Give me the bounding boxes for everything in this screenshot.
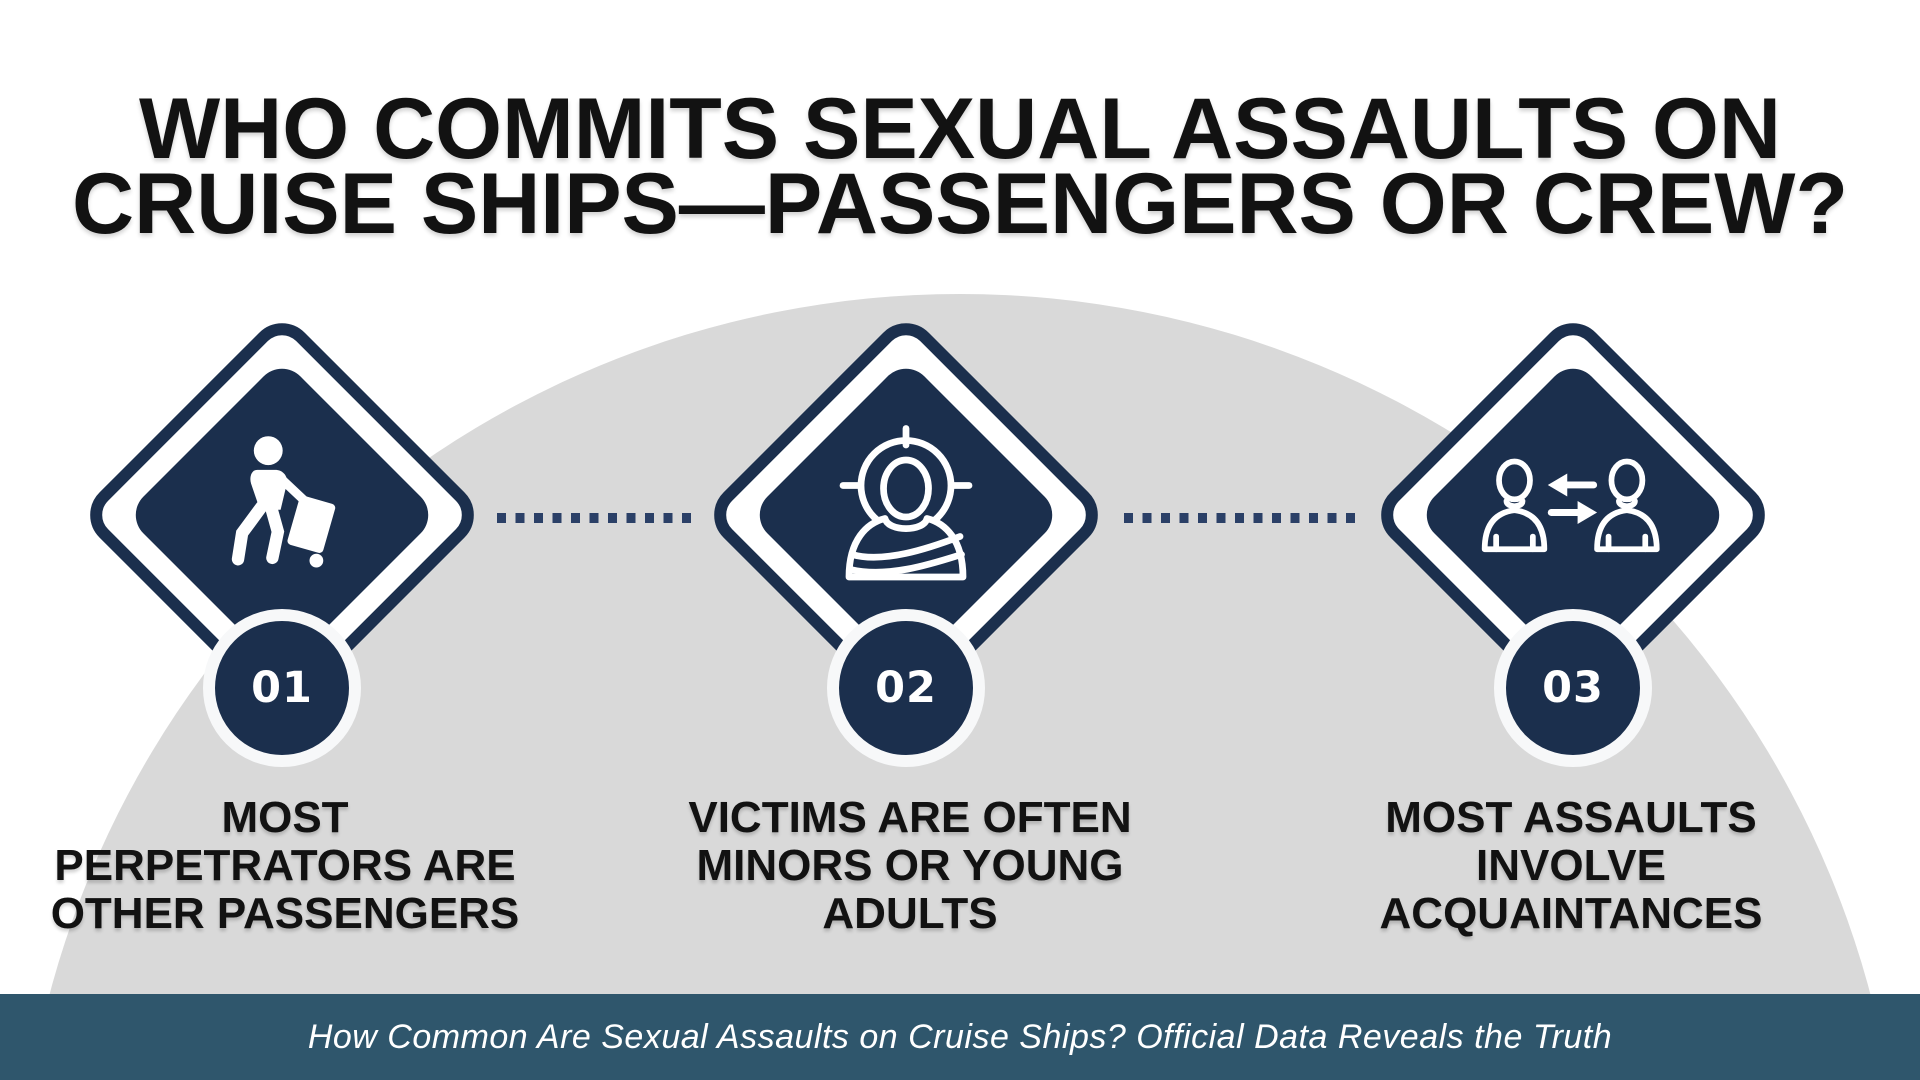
step-3-number: 03 [1542,663,1604,713]
step-1-number-badge: 01 [203,609,361,767]
step-3-number-badge: 03 [1494,609,1652,767]
step-1-label-line: MOST [221,793,349,842]
step-2-diamond [700,309,1112,721]
step-3-label: MOST ASSAULTS INVOLVE ACQUAINTANCES [1261,794,1881,938]
step-2-number-badge: 02 [827,609,985,767]
dotted-connector-1 [497,513,691,523]
dotted-connector-2 [1124,513,1356,523]
footer-bar: How Common Are Sexual Assaults on Cruise… [0,994,1920,1080]
page-title: WHO COMMITS SEXUAL ASSAULTS ON CRUISE SH… [0,81,1920,252]
step-2-label: VICTIMS ARE OFTEN MINORS OR YOUNG ADULTS [600,794,1220,938]
step-3-diamond [1367,309,1779,721]
step-1-number: 01 [251,663,313,713]
step-2-number: 02 [875,663,937,713]
step-1-label-line: PERPETRATORS ARE [54,841,516,890]
step-3-label-line: ACQUAINTANCES [1379,889,1763,938]
step-2-label-line: MINORS OR YOUNG [696,841,1124,890]
step-2-label-line: ADULTS [822,889,998,938]
footer-text: How Common Are Sexual Assaults on Cruise… [307,1017,1613,1056]
title-line-2: CRUISE SHIPS—PASSENGERS OR CREW? [72,156,1848,252]
step-1-label-line: OTHER PASSENGERS [50,889,520,938]
acquaintance-exchange-icon [1476,455,1671,575]
step-2-label-line: VICTIMS ARE OFTEN [688,793,1132,842]
passenger-with-luggage-icon [199,430,364,600]
step-3-label-line: MOST ASSAULTS [1385,793,1757,842]
victim-target-icon [816,423,996,608]
title-line-1: WHO COMMITS SEXUAL ASSAULTS ON [139,81,1781,177]
step-1-diamond [76,309,488,721]
step-1-label: MOST PERPETRATORS ARE OTHER PASSENGERS [0,794,595,938]
step-3-label-line: INVOLVE [1476,841,1666,890]
